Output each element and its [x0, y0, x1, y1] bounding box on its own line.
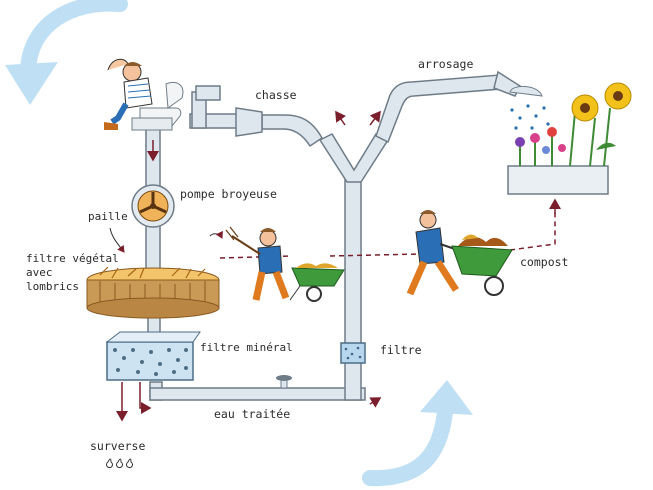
wheelbarrow-small-icon: [289, 263, 345, 302]
label-paille: paille: [88, 210, 128, 223]
showerhead-icon: [509, 86, 550, 130]
surverse-drops-icon: [106, 458, 133, 469]
filtre-device: [340, 342, 366, 364]
label-filtre-vegetal-3: lombrics: [26, 280, 79, 293]
vegetal-filter-icon: [86, 266, 220, 319]
cycle-arrow-bottom-right: [362, 380, 473, 487]
label-eau-traitee: eau traitée: [214, 407, 290, 421]
label-compost: compost: [520, 255, 568, 269]
label-pompe-broyeuse: pompe broyeuse: [180, 187, 277, 201]
label-filtre-vegetal-1: filtre végétal: [26, 252, 119, 265]
pump-icon: [131, 184, 175, 228]
flower-box-icon: [507, 82, 632, 195]
tap-icon: [276, 375, 292, 389]
cycle-arrow-top-left: [5, 0, 128, 105]
label-chasse: chasse: [255, 88, 297, 102]
label-arrosage: arrosage: [418, 57, 473, 71]
label-filtre-vegetal-2: avec: [26, 266, 53, 279]
toilet-person-icon: [104, 58, 184, 131]
gardener-fork-icon: [225, 226, 290, 301]
label-filtre: filtre: [380, 343, 422, 357]
mineral-filter-icon: [105, 331, 201, 381]
gardener-wheelbarrow-icon: [406, 210, 513, 296]
label-filtre-mineral: filtre minéral: [200, 341, 293, 354]
label-surverse: surverse: [90, 439, 145, 453]
